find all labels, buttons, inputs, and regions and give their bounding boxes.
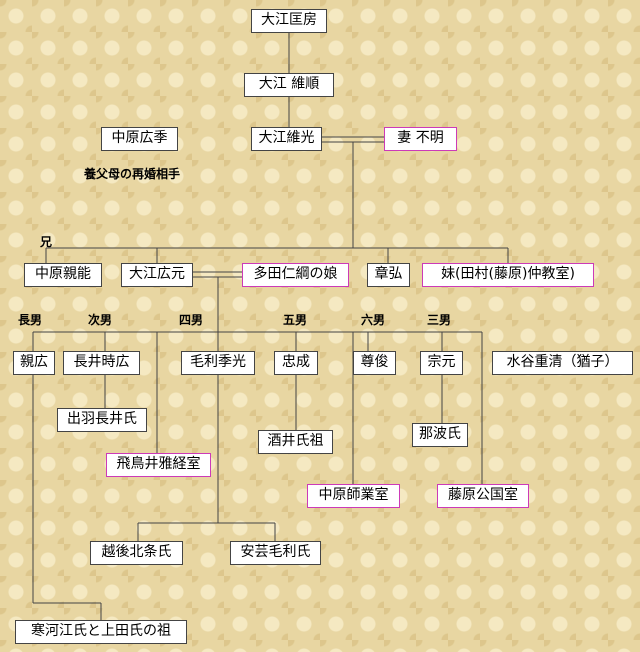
person-tada-daughter: 多田仁綱の娘	[242, 263, 349, 287]
person-oe-koremitsu: 大江維光	[251, 127, 322, 151]
person-nakahara-chikayoshi: 中原親能	[24, 263, 102, 287]
person-munemoto: 宗元	[420, 351, 463, 375]
person-nagai-tokihiro: 長井時広	[63, 351, 140, 375]
clan-sagae-ueda-ancestor: 寒河江氏と上田氏の祖	[15, 620, 187, 644]
person-wife-unknown: 妻 不明	[384, 127, 457, 151]
label-sixth-son: 六男	[361, 313, 386, 327]
label-third-son: 三男	[427, 313, 452, 327]
person-fujiwara-kinkuni-wife: 藤原公国室	[437, 484, 529, 508]
person-asukai-wife: 飛鳥井雅経室	[106, 453, 211, 477]
clan-dewa-nagai: 出羽長井氏	[57, 408, 147, 432]
person-oe-kunifusa: 大江匡房	[251, 9, 327, 33]
person-mori-suemitsu: 毛利季光	[181, 351, 255, 375]
label-second-son: 次男	[88, 313, 113, 327]
person-oe-koresada: 大江 維順	[244, 73, 334, 97]
person-nakahara-moronari-wife: 中原師業室	[307, 484, 400, 508]
label-fifth-son: 五男	[283, 313, 308, 327]
label-foster-remarriage: 養父母の再婚相手	[84, 167, 181, 181]
clan-sakai-ancestor: 酒井氏祖	[258, 430, 333, 454]
label-elder-brother: 兄	[40, 235, 53, 249]
clan-nawa: 那波氏	[412, 423, 468, 447]
person-oe-hiromoto: 大江広元	[121, 263, 193, 287]
person-sister-tamura: 妹(田村(藤原)仲教室)	[422, 263, 594, 287]
clan-aki-mori: 安芸毛利氏	[230, 541, 321, 565]
clan-echigo-kitajo: 越後北条氏	[90, 541, 183, 565]
person-tadatoshi: 尊俊	[353, 351, 396, 375]
person-nakahara-hirosue: 中原広季	[101, 127, 178, 151]
label-eldest-son: 長男	[18, 313, 43, 327]
person-akihiro: 章弘	[367, 263, 410, 287]
person-chikahiro: 親広	[13, 351, 55, 375]
label-fourth-son: 四男	[179, 313, 204, 327]
person-mizutani-shigekiyo: 水谷重清（猶子）	[492, 351, 633, 375]
person-tadanari: 忠成	[274, 351, 318, 375]
